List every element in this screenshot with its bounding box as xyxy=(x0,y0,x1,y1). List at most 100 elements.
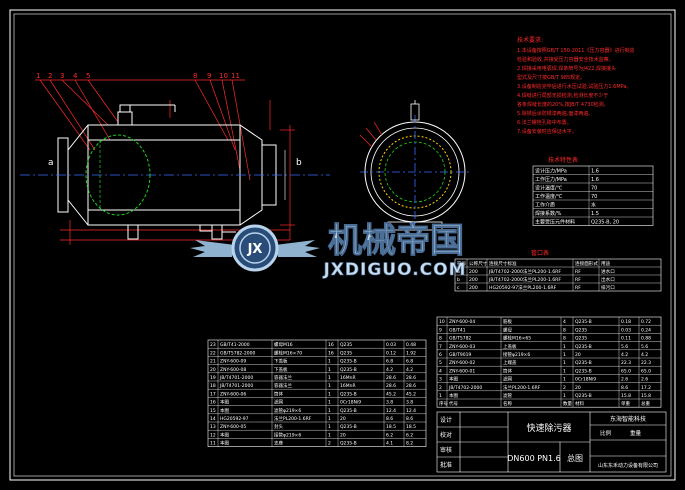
bom-left-cell: 18 xyxy=(210,383,216,389)
bom-right-cell: 1 xyxy=(439,393,442,399)
bom-left-cell: 1 xyxy=(328,383,331,389)
tech-spec-cell: 工作压力/MPa xyxy=(535,176,567,183)
bom-left-cell: 12.4 xyxy=(406,408,416,414)
bom-left-cell: ZNY-600-05 xyxy=(220,424,246,430)
bom-right-cell: 20 xyxy=(575,352,581,358)
title-block xyxy=(436,411,667,473)
bom-right-cell: 8.6 xyxy=(621,385,628,391)
scale-label: 比例 xyxy=(600,429,612,437)
bom-left-cell: Q235-B xyxy=(340,441,357,447)
watermark-url: JXDIGUO.COM xyxy=(322,260,466,280)
bom-right-cell: 螺栓M16×65 xyxy=(503,335,531,342)
bom-left-cell: 0.12 xyxy=(386,350,396,356)
bom-right-cell: Q235-B xyxy=(575,393,592,399)
bom-left-cell: 1 xyxy=(328,367,331,373)
svg-text:11: 11 xyxy=(231,72,240,80)
tech-note-line: 7.设备安装时应保证水平。 xyxy=(517,128,577,135)
nozzle-cell: b xyxy=(457,277,460,283)
nozzle-cell: 用途 xyxy=(601,260,611,267)
bom-left-cell: 法兰PL200-1.6RF xyxy=(274,415,312,422)
bom-left-cell: 16 xyxy=(328,342,334,348)
bom-left-cell: 12.4 xyxy=(386,408,396,414)
bom-right-frame xyxy=(436,316,662,408)
bom-right-cell: 0.24 xyxy=(641,327,651,333)
company-full-name: 山东东禾动力设备有限公司 xyxy=(598,462,658,469)
bom-right-cell: 20 xyxy=(575,385,581,391)
bom-right-cell: 总重 xyxy=(641,400,650,407)
bom-right-cell: 22.3 xyxy=(621,360,631,366)
bom-right-cell: 65.0 xyxy=(621,368,631,374)
bom-right-cell: 5 xyxy=(439,360,442,366)
bom-left-cell: 本图 xyxy=(220,431,229,438)
nozzle-cell: 200 xyxy=(469,285,478,291)
bom-left-cell: 0.03 xyxy=(386,342,396,348)
bom-left-cell: 筒体 xyxy=(274,390,283,397)
bom-right-cell: ZNY-600-01 xyxy=(449,368,475,374)
view-label-a: a xyxy=(48,158,54,168)
bom-right-cell: GB/T9019 xyxy=(449,352,471,358)
bom-left-cell: 0Cr18Ni9 xyxy=(340,400,361,406)
bom-left-cell: 6.8 xyxy=(406,359,413,365)
tech-note-line: 2.焊接采用电弧焊,焊条牌号为J422,焊接接头 xyxy=(517,65,616,72)
drawing-name: 快速除污器 xyxy=(526,422,571,434)
bom-left-cell: 6.2 xyxy=(386,432,393,438)
nozzle-cell: 连接尺寸标准 xyxy=(489,260,517,267)
bom-left-cell: 1 xyxy=(328,432,331,438)
tech-spec-cell: 焊接系数/% xyxy=(535,210,562,217)
bom-right-cell: 8 xyxy=(439,336,442,342)
bom-left-cell: Q235 xyxy=(340,342,352,348)
bom-left-cell: 8.6 xyxy=(406,416,413,422)
tech-spec-cell: 工作温度/℃ xyxy=(535,193,563,200)
bom-right-cell: 2.6 xyxy=(621,377,628,383)
bom-left-cell: Q235-B xyxy=(340,408,357,414)
bom-left-cell: 1.92 xyxy=(406,350,416,356)
title-label-check: 校对 xyxy=(440,431,452,439)
bom-left-cell: 28.6 xyxy=(386,375,396,381)
bom-left-cell: 16MnR xyxy=(340,375,356,381)
bom-right-cell: 3 xyxy=(439,377,442,383)
bom-right-cell: 数量 xyxy=(563,400,572,407)
bom-left-cell: 28.6 xyxy=(386,383,396,389)
bom-right-cell: 滤网 xyxy=(503,376,512,383)
bom-right-cell: 螺母 xyxy=(503,326,512,333)
bom-right-cell: 0Cr18Ni9 xyxy=(575,377,596,383)
bom-left-cell: 20 xyxy=(340,416,346,422)
bom-right-cell: 4 xyxy=(439,368,442,374)
tech-note-line: 4.焊缝进行局部无损检测,检测长度不少于 xyxy=(517,92,608,99)
bom-right-cell: 15.8 xyxy=(621,393,631,399)
bom-left-cell: Q235-B xyxy=(340,391,357,397)
bom-left-cell: 14 xyxy=(210,416,216,422)
tech-spec-cell: 工作介质 xyxy=(535,202,555,209)
bom-left-cell: 容器法兰 xyxy=(274,374,292,381)
nozzle-cell: 连接面形式 xyxy=(575,260,598,267)
bom-right-cell: 1 xyxy=(563,368,566,374)
bom-right-cell: 1 xyxy=(563,360,566,366)
bom-left-cell: 16 xyxy=(328,350,334,356)
tech-spec-title: 技术特性表 xyxy=(548,156,578,164)
title-label-design: 设计 xyxy=(440,416,452,424)
bom-left-cell: 18.5 xyxy=(386,424,396,430)
bom-right-cell: 17.2 xyxy=(641,385,651,391)
svg-text:10: 10 xyxy=(219,72,228,80)
tech-note-line: 1.本设备按照GB/T 150-2011《压力容器》进行制造 xyxy=(517,47,634,54)
tech-note-line: 各条焊缝长度的20%,按JB/T 4730检测。 xyxy=(517,101,609,108)
bom-right-cell: 2.6 xyxy=(641,377,648,383)
tech-notes: 技术要求: 1.本设备按照GB/T 150-2011《压力容器》进行制造 检验和… xyxy=(517,36,634,135)
svg-text:5: 5 xyxy=(86,72,90,80)
watermark-badge-text: JX xyxy=(247,242,263,257)
nozzle-cell: 公称尺寸 xyxy=(469,260,488,267)
bom-right-cell: 材料 xyxy=(575,400,584,407)
bom-left-cell: 1 xyxy=(328,424,331,430)
bom-left-cell: 滤网 xyxy=(274,399,283,406)
nozzle-cell: a xyxy=(457,270,460,275)
bom-left-cell: 16 xyxy=(210,400,216,406)
bom-left-cell: 1 xyxy=(328,391,331,397)
bom-left-cell: 4.2 xyxy=(406,367,413,373)
bom-right-cell: Q235 xyxy=(575,327,587,333)
bom-left-cell: 18.5 xyxy=(406,424,416,430)
bom-right-cell: 名称 xyxy=(503,400,512,407)
tech-spec-cell: 1.6 xyxy=(591,169,599,175)
